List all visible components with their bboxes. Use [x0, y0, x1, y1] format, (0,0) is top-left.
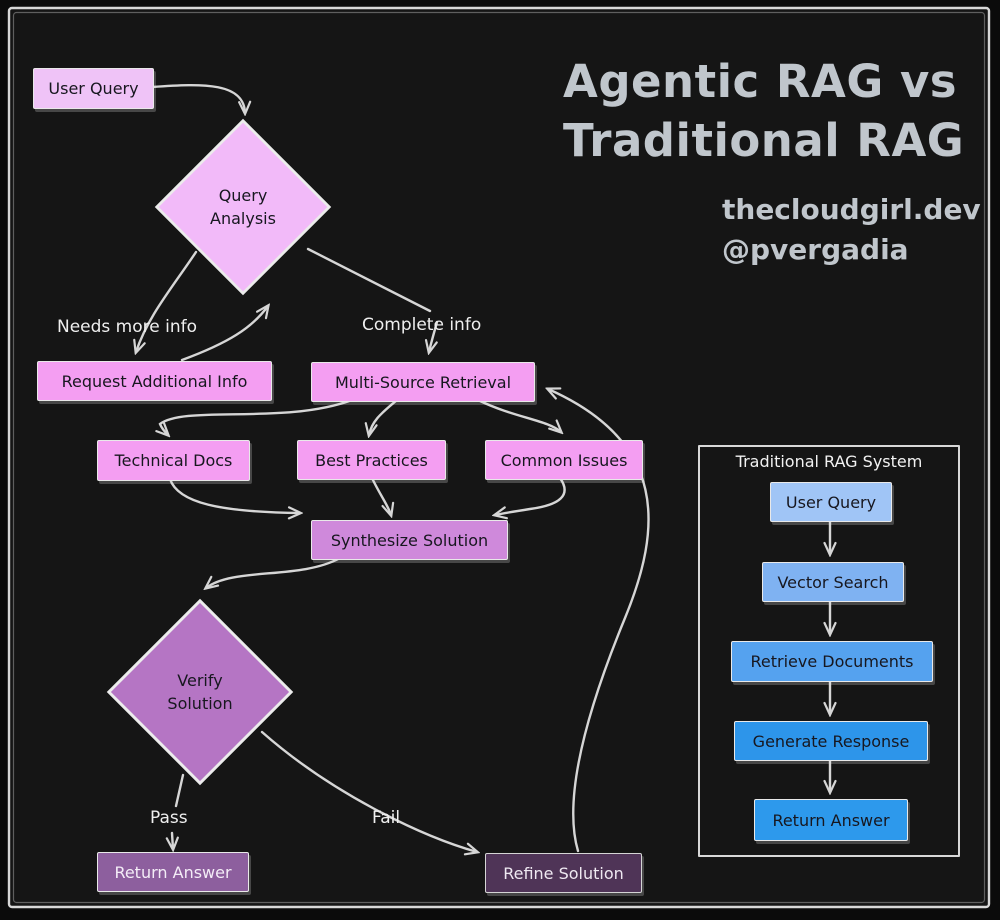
verify-solution-diamond-shape: [106, 598, 294, 786]
edge-bestpractices-to-synthesize: [370, 476, 391, 515]
node-refine-solution: Refine Solution: [485, 853, 642, 893]
edge-userquery-to-analysis: [150, 83, 245, 113]
page-title-line2: Traditional RAG: [563, 114, 965, 167]
node-common-issues: Common Issues: [485, 440, 643, 480]
node-technical-docs: Technical Docs: [97, 440, 250, 481]
edge-commonissues-to-synthesize: [495, 476, 566, 515]
node-best-practices: Best Practices: [297, 440, 446, 480]
traditional-rag-panel-title: Traditional RAG System: [735, 452, 923, 471]
edge-label-complete-info: Complete info: [362, 315, 482, 335]
node-verify-solution: Verify Solution: [106, 598, 294, 786]
page-title: Agentic RAG vs Traditional RAG: [563, 52, 964, 170]
query-analysis-label: Query Analysis: [210, 185, 276, 228]
credit-site: thecloudgirl.dev: [722, 193, 981, 226]
edge-label-needs-more-info: Needs more info: [57, 317, 198, 337]
node-trad-retrieve-documents: Retrieve Documents: [731, 641, 933, 682]
page-title-line1: Agentic RAG vs: [563, 55, 958, 108]
edge-label-fail: Fail: [372, 808, 401, 828]
node-user-query: User Query: [33, 68, 154, 109]
verify-solution-label: Verify Solution: [167, 670, 233, 713]
edge-msr-to-bestpractices: [369, 398, 399, 435]
edge-pass-to-returnanswer: [172, 831, 173, 849]
edge-msr-to-technicaldocs: [160, 398, 354, 435]
node-trad-user-query: User Query: [770, 482, 892, 522]
query-analysis-diamond-shape: [154, 118, 332, 296]
edge-label-pass: Pass: [150, 808, 188, 828]
node-return-answer: Return Answer: [97, 852, 249, 892]
node-synthesize-solution: Synthesize Solution: [311, 520, 508, 560]
node-trad-vector-search: Vector Search: [762, 562, 904, 602]
credit-handle: @pvergadia: [722, 233, 909, 266]
node-query-analysis: Query Analysis: [154, 118, 332, 296]
node-trad-generate-response: Generate Response: [734, 721, 928, 761]
node-trad-return-answer: Return Answer: [754, 799, 908, 841]
edge-synthesize-to-verify: [206, 556, 342, 588]
edge-technicaldocs-to-synthesize: [168, 477, 300, 513]
node-multi-source-retrieval: Multi-Source Retrieval: [311, 362, 535, 402]
edge-verify-fail-to-refine: [260, 730, 477, 852]
edge-msr-to-commonissues: [476, 398, 561, 432]
node-request-additional-info: Request Additional Info: [37, 361, 272, 401]
credits: thecloudgirl.dev @pvergadia: [722, 190, 981, 270]
traditional-rag-panel: [698, 445, 960, 857]
